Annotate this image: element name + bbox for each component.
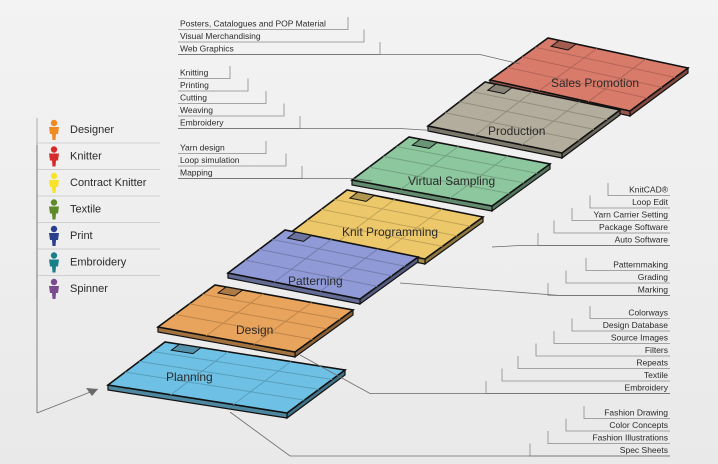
floor-label: Patterning — [288, 274, 343, 288]
stair-label: Loop Edit — [632, 197, 669, 207]
legend-label: Knitter — [70, 151, 102, 163]
stair-label: Marking — [638, 285, 669, 295]
stair-label: KnitCAD® — [629, 185, 669, 195]
legend-label: Contract Knitter — [70, 177, 147, 189]
legend-item-embroidery: Embroidery — [37, 252, 160, 276]
stair-label: Source Images — [611, 333, 668, 343]
person-icon — [49, 252, 59, 273]
floor-label: Sales Promotion — [551, 76, 639, 90]
legend-item-knitter: Knitter — [37, 146, 160, 170]
legend-item-contract-knitter: Contract Knitter — [37, 172, 160, 197]
person-icon — [49, 119, 59, 140]
floor-production: Production — [426, 81, 622, 160]
stair-label: Colorways — [628, 308, 668, 318]
stair-label: Embroidery — [180, 118, 224, 128]
stair-label: Color Concepts — [609, 420, 668, 430]
stair-label: Weaving — [180, 105, 213, 115]
stair-label: Textile — [644, 370, 668, 380]
person-icon — [49, 199, 59, 220]
stair-label: Repeats — [636, 358, 668, 368]
stair-label: Printing — [180, 80, 209, 90]
stair-label: Embroidery — [625, 383, 669, 393]
person-icon — [49, 172, 59, 193]
stair-label: Grading — [638, 272, 669, 282]
floor-label: Planning — [166, 370, 213, 384]
legend-item-designer: Designer — [37, 119, 160, 144]
person-icon — [49, 146, 59, 167]
legend-label: Print — [70, 230, 93, 242]
stair-label: Package Software — [599, 222, 668, 232]
stair-label: Posters, Catalogues and POP Material — [180, 19, 326, 29]
stair-label: Patternmaking — [613, 260, 668, 270]
floor-label: Design — [236, 323, 273, 337]
floor-virtual-sampling: Virtual Sampling — [350, 136, 552, 213]
stair-label: Auto Software — [615, 235, 669, 245]
stair-label: Web Graphics — [180, 44, 234, 54]
floor-design: Design — [156, 284, 355, 359]
stair-label: Yarn design — [180, 143, 225, 153]
stair-label: Design Database — [603, 320, 668, 330]
legend-item-print: Print — [37, 225, 160, 250]
legend-label: Spinner — [70, 283, 108, 295]
stair-label: Mapping — [180, 168, 213, 178]
stair-label: Cutting — [180, 93, 207, 103]
legend-label: Designer — [70, 124, 114, 136]
floor-planning: Planning — [106, 341, 348, 420]
floor-patterning: Patterning — [226, 229, 420, 306]
legend-item-spinner: Spinner — [49, 278, 108, 299]
stair-label: Fashion Illustrations — [592, 433, 668, 443]
stair-label: Fashion Drawing — [604, 408, 668, 418]
stair-label: Filters — [645, 345, 668, 355]
stair-label: Visual Merchandising — [180, 31, 261, 41]
legend-item-textile: Textile — [37, 199, 160, 223]
stair-label: Knitting — [180, 68, 209, 78]
arrow-icon — [86, 388, 98, 396]
floor-label: Knit Programming — [342, 225, 438, 239]
person-icon — [49, 225, 59, 246]
stair-label: Yarn Carrier Setting — [594, 210, 669, 220]
floor-label: Virtual Sampling — [408, 174, 495, 188]
person-icon — [49, 278, 59, 299]
legend-label: Textile — [70, 204, 101, 216]
stair-label: Spec Sheets — [620, 445, 668, 455]
legend-label: Embroidery — [70, 257, 127, 269]
floor-label: Production — [488, 124, 545, 138]
stair-label: Loop simulation — [180, 155, 240, 165]
left-label-group-1: Posters, Catalogues and POP MaterialVisu… — [178, 17, 521, 65]
